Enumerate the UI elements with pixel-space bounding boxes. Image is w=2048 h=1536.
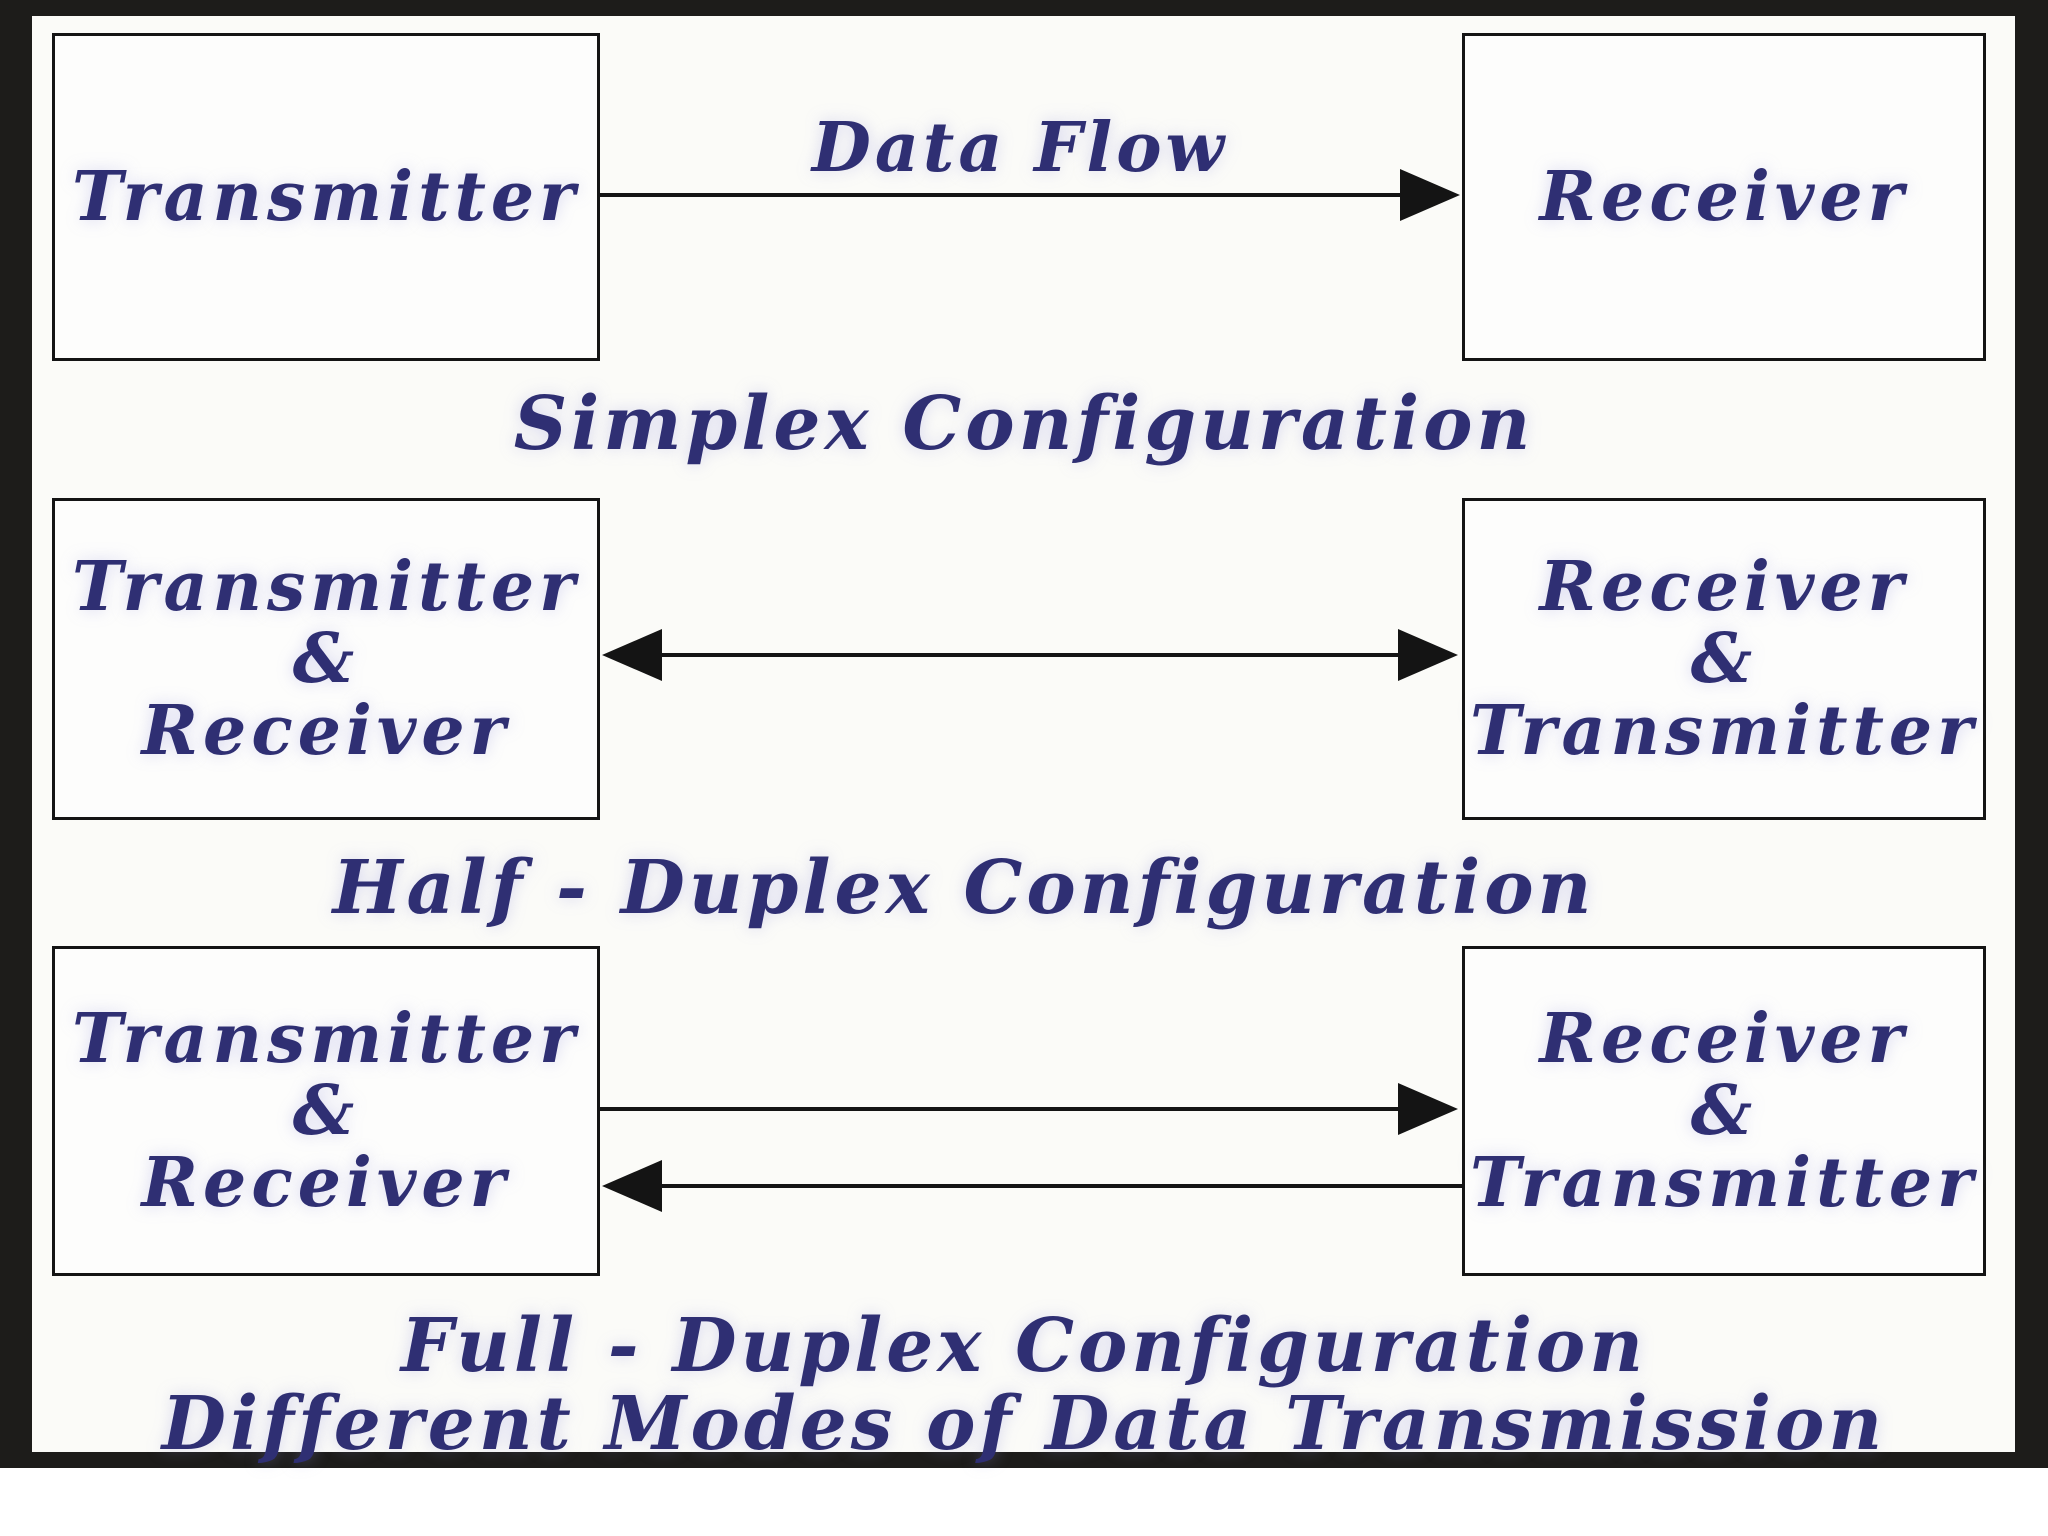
half-duplex-left-box: Transmitter & Receiver (52, 498, 600, 820)
half-duplex-right-box: Receiver & Transmitter (1462, 498, 1986, 820)
arrowhead-left-icon (602, 629, 662, 681)
box-label: Transmitter (72, 999, 580, 1079)
simplex-caption: Simplex Configuration (513, 381, 1535, 467)
box-label: Receiver (1539, 547, 1909, 627)
arrowhead-right-icon (1398, 629, 1458, 681)
half-duplex-caption: Half - Duplex Configuration (332, 845, 1596, 931)
arrowhead-right-icon (1398, 1083, 1458, 1135)
data-flow-label: Data Flow (811, 108, 1229, 188)
box-label: Receiver (1539, 999, 1909, 1079)
full-duplex-left-box: Transmitter & Receiver (52, 946, 600, 1276)
full-duplex-forward-arrow-line (600, 1107, 1400, 1111)
full-duplex-right-box: Receiver & Transmitter (1462, 946, 1986, 1276)
simplex-transmitter-box: Transmitter (52, 33, 600, 361)
arrowhead-left-icon (602, 1160, 662, 1212)
box-label: Transmitter (1470, 1143, 1978, 1223)
box-label: Receiver (1539, 157, 1909, 237)
full-duplex-return-arrow-line (658, 1184, 1462, 1188)
full-duplex-caption: Full - Duplex Configuration (400, 1303, 1648, 1389)
box-label: Receiver (141, 691, 511, 771)
simplex-arrow-line (600, 193, 1400, 197)
box-label: Transmitter (72, 547, 580, 627)
box-label: Transmitter (72, 157, 580, 237)
diagram-title: Different Modes of Data Transmission (161, 1381, 1887, 1467)
box-label: & (292, 619, 360, 699)
box-label: & (292, 1071, 360, 1151)
half-duplex-arrow-line (658, 653, 1400, 657)
box-label: Transmitter (1470, 691, 1978, 771)
box-label: & (1690, 619, 1758, 699)
box-label: Receiver (141, 1143, 511, 1223)
box-label: & (1690, 1071, 1758, 1151)
arrowhead-right-icon (1400, 169, 1460, 221)
simplex-receiver-box: Receiver (1462, 33, 1986, 361)
